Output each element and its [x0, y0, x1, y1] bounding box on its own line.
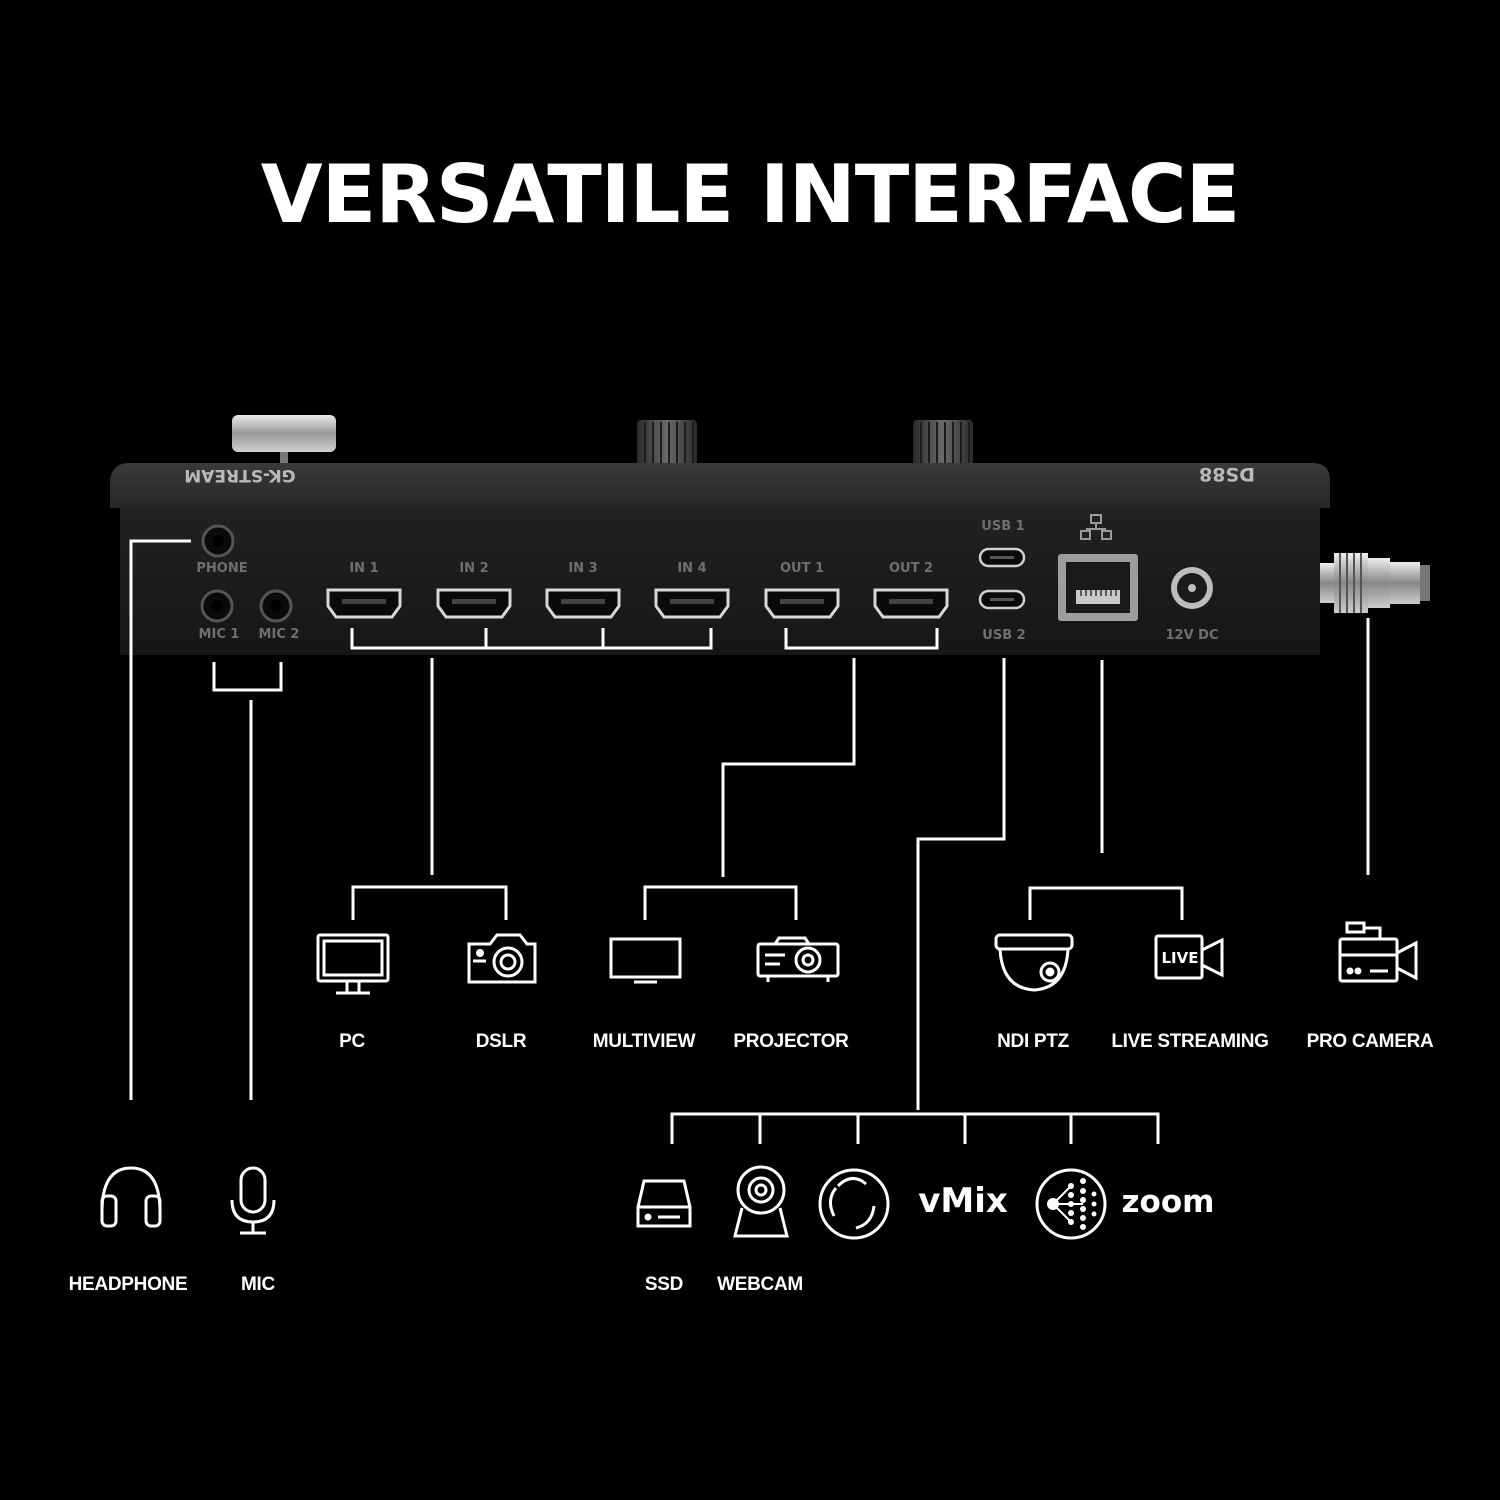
usb2-port-label: USB 2: [982, 628, 1025, 643]
tbar-handle: [232, 415, 336, 468]
power-port-label: 12V DC: [1165, 628, 1218, 643]
dc-power-port: [1171, 567, 1213, 609]
mic1-jack: [200, 589, 234, 623]
projector-label: PROJECTOR: [733, 1031, 849, 1052]
pro-camera-label: PRO CAMERA: [1306, 1031, 1434, 1052]
phone-jack: [201, 524, 235, 558]
headphone-label: HEADPHONE: [68, 1274, 188, 1295]
bnc-connector: [1320, 553, 1430, 613]
in3-port-label: IN 3: [568, 561, 597, 576]
device-rear-panel: [120, 505, 1320, 655]
microphone-icon: [230, 1166, 276, 1235]
connector-lines: [129, 539, 1370, 1144]
live-badge-text: LIVE: [1162, 949, 1199, 967]
ptz-camera-icon: [994, 933, 1074, 992]
knob-right: [913, 420, 973, 466]
mic2-port-label: MIC 2: [259, 627, 300, 642]
projector-icon: [756, 936, 840, 982]
webcam-icon: [733, 1165, 789, 1238]
pc-label: PC: [339, 1031, 365, 1052]
out2-port-label: OUT 2: [889, 561, 933, 576]
mic2-jack: [259, 589, 293, 623]
webcam-label: WEBCAM: [717, 1274, 803, 1295]
phone-port-label: PHONE: [196, 561, 247, 576]
live-badge: LIVE: [1162, 949, 1199, 967]
live-streaming-label: LIVE STREAMING: [1111, 1031, 1269, 1052]
streaming-software-logo-icon: [1035, 1168, 1107, 1240]
network-icon: [1080, 514, 1112, 540]
multiview-monitor-icon: [609, 937, 682, 984]
pro-camera-icon: [1338, 921, 1418, 983]
dslr-camera-icon: [467, 933, 537, 984]
brand-logo: GK-STREAM: [184, 465, 295, 485]
page-title: VERSATILE INTERFACE: [260, 148, 1241, 241]
out1-port-label: OUT 1: [780, 561, 824, 576]
in1-port-label: IN 1: [349, 561, 378, 576]
ethernet-port: [1058, 554, 1138, 621]
device-top-plate: [110, 463, 1330, 508]
live-streaming-icon: [1154, 934, 1224, 980]
obs-logo-icon: [818, 1168, 890, 1240]
headphone-icon: [100, 1166, 162, 1228]
dslr-label: DSLR: [475, 1031, 527, 1052]
device: GK-STREAM DS88 PHONE MIC 1 MIC 2: [110, 415, 1430, 655]
multiview-label: MULTIVIEW: [592, 1031, 696, 1052]
ndi-ptz-label: NDI PTZ: [997, 1031, 1069, 1052]
model-logo: DS88: [1199, 463, 1255, 485]
mic-label: MIC: [241, 1274, 275, 1295]
vmix-logo: vMix: [918, 1181, 1008, 1221]
in2-port-label: IN 2: [459, 561, 488, 576]
zoom-logo: zoom: [1122, 1184, 1215, 1220]
knob-left: [637, 420, 697, 466]
mic1-port-label: MIC 1: [199, 627, 240, 642]
pc-monitor-icon: [316, 933, 390, 995]
ssd-icon: [636, 1179, 692, 1228]
ndi-rays: [1052, 1185, 1083, 1223]
in4-port-label: IN 4: [677, 561, 706, 576]
ssd-label: SSD: [644, 1274, 684, 1295]
usb1-port-label: USB 1: [981, 519, 1024, 534]
